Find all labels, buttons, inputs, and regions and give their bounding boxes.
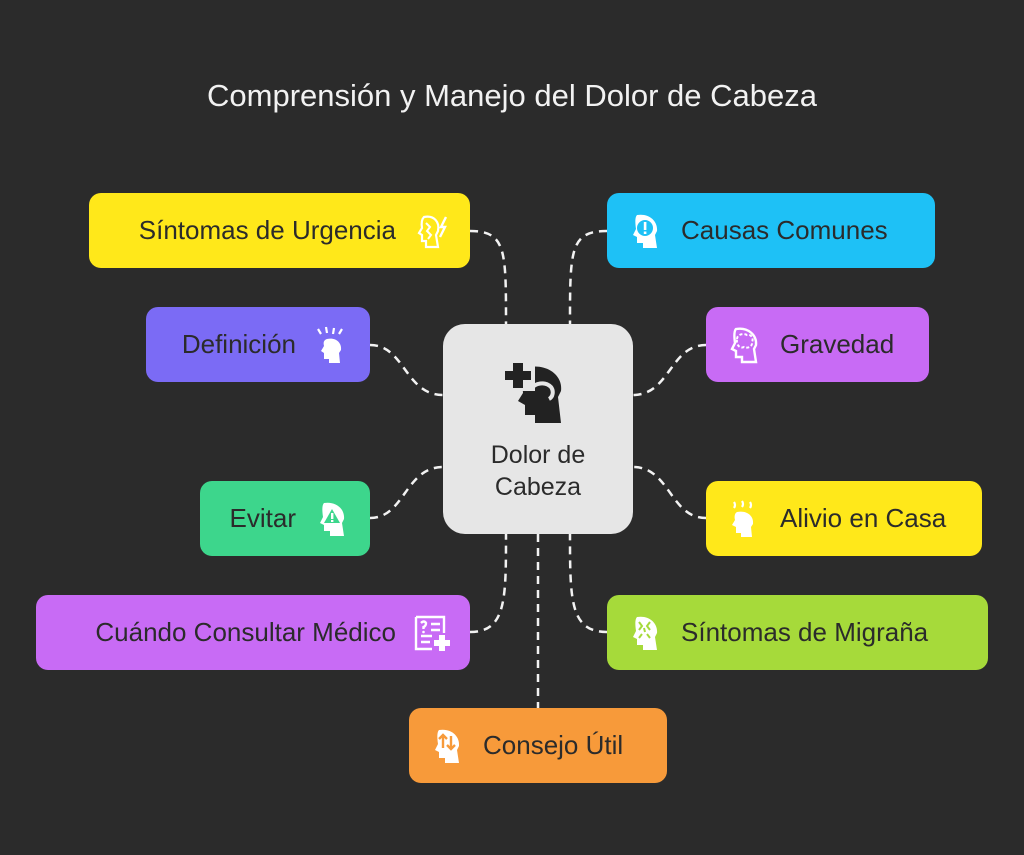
central-node-label: Dolor de Cabeza: [490, 440, 586, 502]
head-relief-icon: [732, 499, 754, 537]
node-label: Cuándo Consultar Médico: [95, 617, 396, 647]
node-consejo-util[interactable]: Consejo Útil: [409, 708, 667, 783]
diagram-title: Comprensión y Manejo del Dolor de Cabeza: [207, 78, 817, 113]
node-label: Síntomas de Migraña: [681, 617, 929, 647]
central-node[interactable]: Dolor de Cabeza: [443, 324, 633, 534]
head-lightning-icon: [417, 215, 448, 248]
head-warning-icon: [320, 502, 345, 536]
head-plus-icon: [503, 360, 562, 423]
head-migraine-icon: [633, 616, 658, 650]
connector-consultar-medico: [469, 533, 508, 634]
node-causas-comunes[interactable]: Causas Comunes: [607, 193, 935, 268]
node-label: Alivio en Casa: [780, 503, 947, 533]
node-gravedad[interactable]: Gravedad: [706, 307, 929, 382]
node-evitar[interactable]: Evitar: [200, 481, 370, 556]
connector-gravedad: [632, 343, 707, 397]
medical-form-icon: [414, 615, 450, 651]
node-sintomas-urgencia[interactable]: Síntomas de Urgencia: [89, 193, 470, 268]
node-label: Causas Comunes: [681, 215, 888, 245]
connector-definicion: [369, 343, 444, 397]
connector-sintomas-migrana: [568, 533, 608, 634]
node-label: Síntomas de Urgencia: [138, 215, 396, 245]
node-label: Gravedad: [780, 329, 895, 359]
connector-alivio-casa: [632, 465, 707, 520]
head-arrows-icon: [435, 729, 460, 763]
node-definicion[interactable]: Definición: [146, 307, 370, 382]
node-consultar-medico[interactable]: Cuándo Consultar Médico: [36, 595, 470, 670]
node-label: Evitar: [229, 503, 296, 533]
connector-causas-comunes: [568, 229, 608, 325]
node-alivio-casa[interactable]: Alivio en Casa: [706, 481, 982, 556]
head-brain-icon: [730, 327, 758, 363]
head-pain-icon: [317, 326, 343, 363]
node-sintomas-migrana[interactable]: Síntomas de Migraña: [607, 595, 988, 670]
node-label: Consejo Útil: [483, 730, 624, 760]
connector-sintomas-urgencia: [469, 229, 508, 325]
node-label: Definición: [181, 329, 296, 359]
head-exclamation-icon: [633, 214, 658, 248]
connector-evitar: [369, 465, 444, 520]
